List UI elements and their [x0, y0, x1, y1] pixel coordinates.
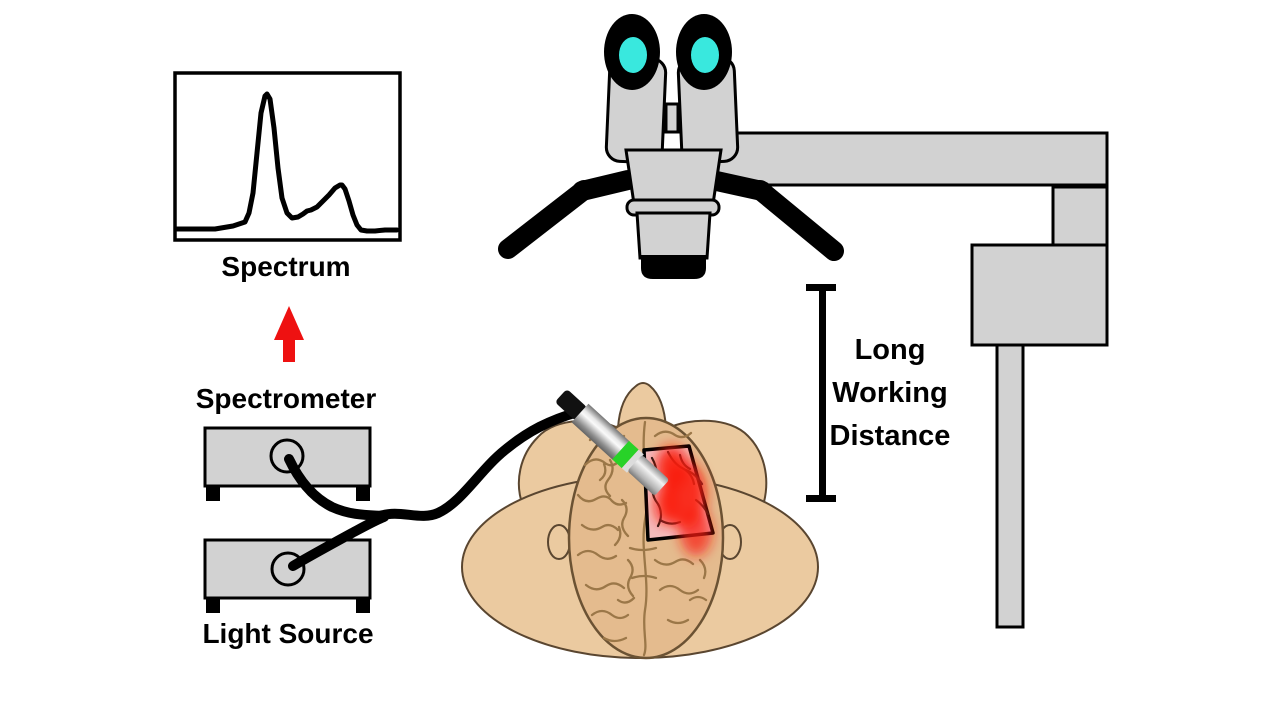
fluorescence-glow — [654, 446, 712, 556]
microscope-handle-left-grip — [498, 180, 594, 259]
probe-barrel — [571, 403, 630, 460]
lwd-line-3: Distance — [829, 420, 951, 452]
objective-barrel — [635, 211, 712, 260]
spectrum-label: Spectrum — [221, 251, 351, 282]
light-source-foot-left — [206, 598, 220, 613]
light-source-box — [203, 538, 372, 600]
fiber-cables — [284, 407, 583, 571]
objective-lens-ring — [641, 255, 706, 279]
stand-pole — [995, 343, 1025, 629]
probe-green-band — [612, 440, 639, 469]
light-source-label: Light Source — [202, 618, 374, 649]
stand-carriage-block — [970, 243, 1109, 347]
light-source-foot-right — [356, 598, 370, 613]
cable-spectrometer — [284, 454, 389, 521]
microscope-arm — [698, 131, 1109, 187]
surgical-microscope — [498, 14, 1109, 629]
patient-head — [461, 382, 819, 660]
spectrometer-label: Spectrometer — [195, 383, 377, 414]
eyepiece-bridge — [664, 102, 680, 134]
spectrometer-foot-right — [356, 486, 370, 501]
cable-light-source — [288, 512, 389, 571]
eyepiece-lens-right-icon — [691, 37, 719, 73]
fiber-probe — [556, 390, 669, 495]
instrument-rack — [203, 426, 372, 613]
spectrometer-foot-left — [206, 486, 220, 501]
stand-joint-block — [1051, 185, 1109, 247]
long-working-distance-label: Long Working Distance — [795, 329, 985, 458]
bracket-top-cap — [806, 284, 836, 291]
probe-tip — [628, 456, 669, 495]
up-arrow-icon — [274, 306, 304, 362]
lwd-line-1: Long — [854, 334, 926, 366]
eyepiece-lens-left-icon — [619, 37, 647, 73]
ear-left — [547, 524, 571, 560]
working-distance-bracket — [806, 284, 836, 502]
bracket-line — [819, 288, 826, 499]
spectrum-panel — [173, 71, 402, 242]
glow-spot-tip — [654, 485, 678, 525]
microscope-handle-right-grip — [750, 180, 844, 261]
glow-spot-lower — [680, 508, 712, 556]
cable-to-probe — [375, 407, 583, 521]
probe-cable-connector — [556, 390, 586, 420]
lwd-line-2: Working — [832, 377, 948, 409]
spectrum-curve — [174, 91, 400, 234]
probe-ring — [621, 449, 644, 473]
microscope-body — [624, 148, 723, 206]
